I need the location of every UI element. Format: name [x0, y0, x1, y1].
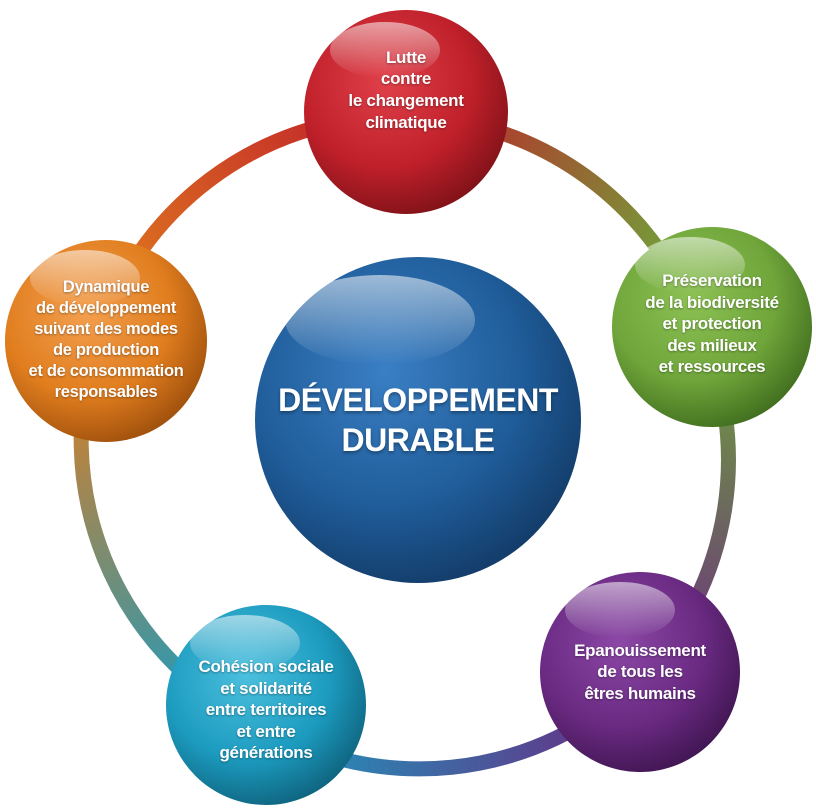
node-bubble-climat — [304, 10, 508, 214]
center-bubble — [255, 257, 581, 583]
center-label-line-2: DURABLE — [341, 422, 495, 458]
node-label-line: Dynamique — [62, 278, 150, 297]
node-label-line: et entre — [236, 721, 296, 741]
node-label-line: Lutte — [385, 47, 427, 67]
node-label-line: et solidarité — [220, 678, 312, 698]
node-label-production: Dynamique de développement suivant des m… — [2, 256, 210, 424]
node-label-climat: Lutte contre le changement climatique — [306, 30, 506, 150]
node-label-line: de développement — [35, 299, 177, 318]
node-label-line: de production — [52, 341, 160, 359]
node-label-line: contre — [380, 69, 432, 89]
node-label-line: êtres humains — [584, 683, 696, 703]
center-label: DÉVELOPPEMENT DURABLE — [258, 380, 578, 460]
node-label-line: des milieux — [667, 335, 757, 355]
node-label-line: entre territoires — [205, 700, 327, 720]
node-bubble-biodiversite — [612, 227, 812, 427]
node-label-cohesion: Cohésion sociale et solidarité entre ter… — [160, 640, 372, 780]
node-bubble-epanouissement — [540, 572, 740, 772]
node-label-line: et ressources — [658, 357, 766, 377]
node-label-line: Cohésion sociale — [198, 657, 334, 677]
node-label-line: Préservation — [662, 271, 762, 291]
node-label-line: générations — [219, 743, 313, 763]
node-label-line: de tous les — [597, 662, 683, 682]
center-label-line-1: DÉVELOPPEMENT — [278, 382, 558, 418]
node-label-line: climatique — [365, 112, 447, 132]
node-bubble-production — [5, 240, 207, 442]
node-label-line: de la biodiversité — [645, 292, 779, 312]
node-bubble-cohesion — [166, 605, 366, 805]
node-label-epanouissement: Epanouissement de tous les êtres humains — [540, 630, 740, 714]
node-label-line: le changement — [348, 91, 464, 110]
node-label-line: suivant des modes — [34, 320, 178, 339]
node-label-biodiversite: Préservation de la biodiversité et prote… — [606, 254, 816, 394]
node-label-line: Epanouissement — [574, 640, 706, 660]
node-label-line: et protection — [662, 314, 762, 334]
node-label-line: responsables — [54, 382, 158, 401]
node-label-line: et de consommation — [28, 361, 184, 380]
